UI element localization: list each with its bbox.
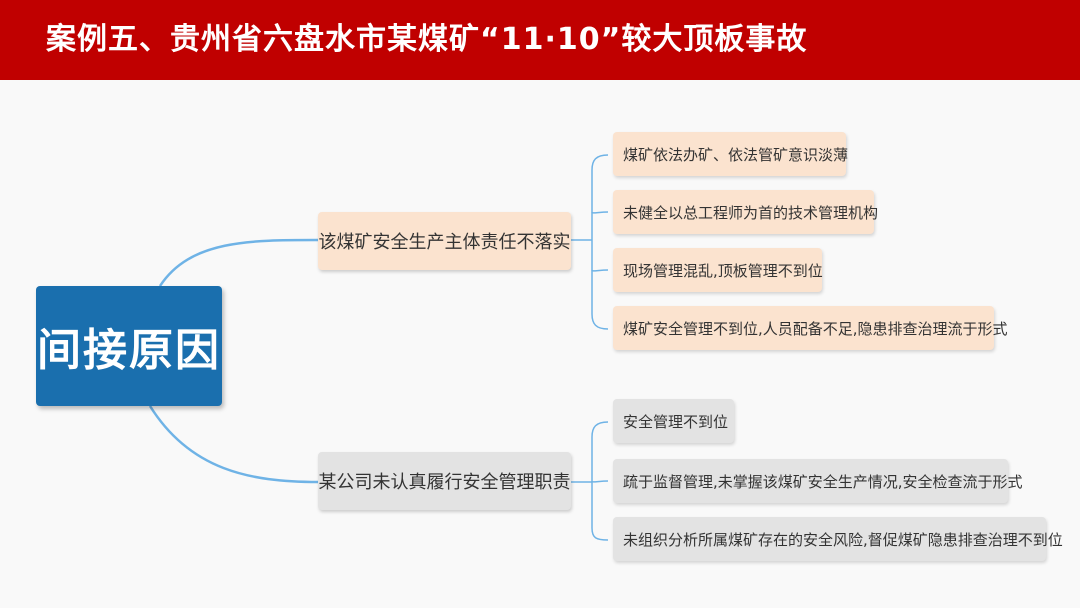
root-node: 间接原因 [36,286,222,406]
branch-1-bracket [571,154,609,330]
leaf-node-1-4: 煤矿安全管理不到位,人员配备不足,隐患排查治理流于形式 [613,306,1008,350]
page-title: 案例五、贵州省六盘水市某煤矿“11·10”较大顶板事故 [46,22,808,57]
leaf-node-1-2: 未健全以总工程师为首的技术管理机构 [613,190,878,234]
leaf-node-label: 疏于监督管理,未掌握该煤矿安全生产情况,安全检查流于形式 [623,472,1023,491]
leaf-node-2-1: 安全管理不到位 [613,399,734,443]
branch-node-1-label: 该煤矿安全生产主体责任不落实 [318,232,571,253]
title-bar: 案例五、贵州省六盘水市某煤矿“11·10”较大顶板事故 [0,0,1080,80]
root-to-branch-1-line [158,238,319,287]
leaf-node-label: 安全管理不到位 [623,412,729,431]
branch-node-2-label: 某公司未认真履行安全管理职责 [318,472,571,493]
root-to-branch-2-line [148,405,319,484]
root-node-label: 间接原因 [37,325,221,376]
leaf-node-label: 未组织分析所属煤矿存在的安全风险,督促煤矿隐患排查治理不到位 [623,530,1063,549]
leaf-node-label: 煤矿依法办矿、依法管矿意识淡薄 [623,145,849,164]
leaf-node-2-2: 疏于监督管理,未掌握该煤矿安全生产情况,安全检查流于形式 [613,459,1023,503]
branch-node-1: 该煤矿安全生产主体责任不落实 [318,212,571,270]
leaf-node-2-3: 未组织分析所属煤矿存在的安全风险,督促煤矿隐患排查治理不到位 [613,517,1063,561]
leaf-node-1-1: 煤矿依法办矿、依法管矿意识淡薄 [613,132,849,176]
leaf-node-label: 现场管理混乱,顶板管理不到位 [623,261,823,280]
leaf-node-label: 煤矿安全管理不到位,人员配备不足,隐患排查治理流于形式 [623,319,1008,338]
leaf-node-1-3: 现场管理混乱,顶板管理不到位 [613,248,823,292]
branch-node-2: 某公司未认真履行安全管理职责 [318,452,571,510]
leaf-node-label: 未健全以总工程师为首的技术管理机构 [623,203,879,222]
branch-2-bracket [571,421,609,541]
